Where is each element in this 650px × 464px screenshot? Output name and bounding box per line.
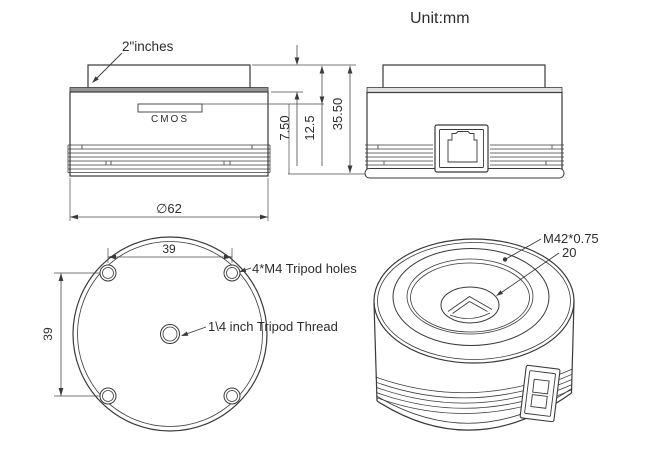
m42-leader-line [504,238,542,260]
tripod-thread-label: 1\4 inch Tripod Thread [208,319,338,334]
sensor-window [137,103,203,113]
top-ring-strip-rear [366,87,563,93]
nosepiece-barrel-rear [382,64,546,89]
barrel-label: 2"inches [122,39,174,54]
aperture-opening [440,286,500,324]
thread-leader-arrow [181,331,189,336]
usb-port-iso [519,364,561,423]
hole-spacing-x-text: 39 [162,242,176,256]
center-thread-hole [160,324,180,344]
barrel-leader-line [94,52,123,81]
diameter-dim-text: ∅62 [156,201,182,216]
tripod-holes-label: 4*M4 Tripod holes [252,261,357,276]
usb-connector-outline [447,131,478,163]
isometric-view: M42*0.75 20 [373,231,599,431]
hole-spacing-y-dimension: 39 [41,272,100,397]
top-ring-strip [69,87,269,93]
heatsink-fins-front [67,144,271,173]
nosepiece-barrel [87,64,251,89]
usb-port-rear [434,124,489,173]
front-side-view: CMOS 2"inches [67,39,324,177]
body-inner-circle [77,241,263,427]
aperture-leader-line [498,252,560,295]
height-dimensions: 7.50 12.5 35.50 [252,45,372,175]
holes-leader-arrow [239,267,247,272]
hole-spacing-y-text: 39 [41,327,55,341]
aperture-dim-label: 20 [562,245,576,260]
sensor-label: CMOS [151,114,189,125]
sensor-depth-dim-text: 12.5 [302,115,317,140]
sensor-chamber-detail [447,296,493,319]
body-top-rim-inner [377,242,571,360]
barrel-height-dim-text: 7.50 [277,115,292,140]
tripod-holes [99,264,241,405]
diameter-dimension: ∅62 [69,178,269,221]
body-height-dim-text: 35.50 [330,98,345,131]
m42-flange-inner-b [410,262,530,333]
aperture-leader-arrow [496,290,504,296]
bottom-view: 39 39 4*M4 Tripod holes 1\4 inch Tripod … [41,236,357,432]
m42-flange-inner-a [406,258,534,335]
barrel-leader-arrow [92,76,99,83]
m42-mount-label: M42*0.75 [543,231,599,246]
heatsink-fins-rear [365,144,564,166]
rear-side-view [364,64,565,179]
unit-label: Unit:mm [410,10,470,27]
hole-spacing-x-dimension: 39 [107,242,233,263]
